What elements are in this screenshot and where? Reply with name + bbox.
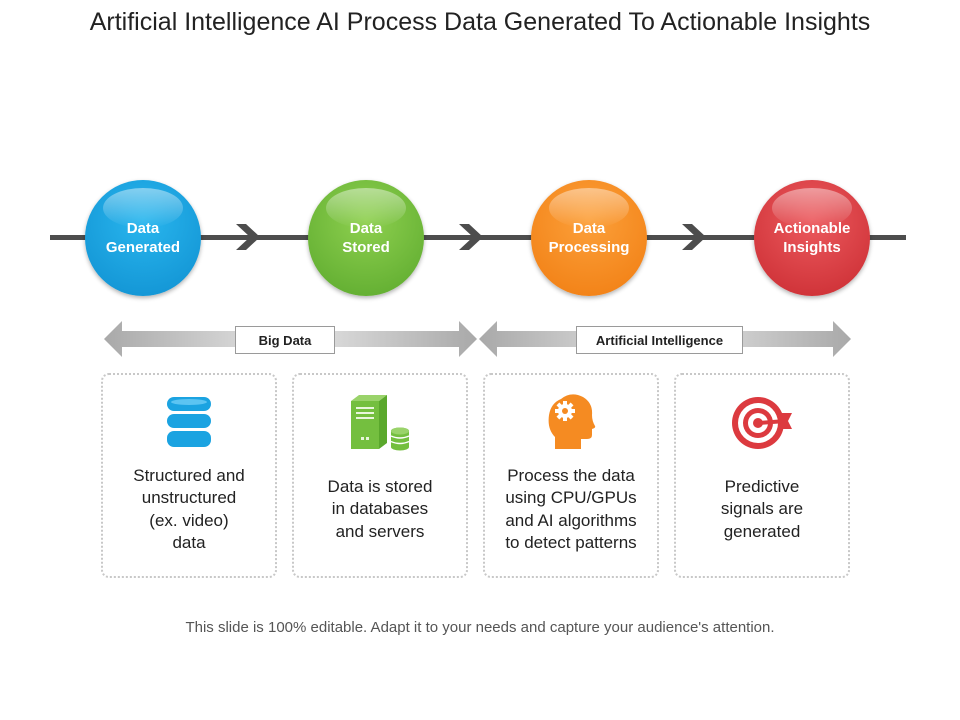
- stage-label: Data Generated: [105, 220, 181, 256]
- slide-title: Artificial Intelligence AI Process Data …: [89, 8, 871, 36]
- chevron-right-icon: [682, 224, 706, 250]
- stage-label: Data Processing: [548, 220, 630, 256]
- chevron-right-icon: [236, 224, 260, 250]
- card-data-generated: Structured and unstructured (ex. video) …: [101, 373, 277, 578]
- card-text: Process the data using CPU/GPUs and AI a…: [505, 465, 637, 553]
- server-icon: [294, 389, 466, 455]
- stage-label: Data Stored: [342, 220, 390, 256]
- range-label-artificial-intelligence: Artificial Intelligence: [576, 326, 743, 354]
- stage-circle-data-processing: Data Processing: [531, 180, 647, 296]
- stage-label: Actionable Insights: [773, 220, 851, 256]
- stage-circle-data-generated: Data Generated: [85, 180, 201, 296]
- range-label-big-data: Big Data: [235, 326, 335, 354]
- card-text: Data is stored in databases and servers: [327, 476, 433, 541]
- card-data-stored: Data is stored in databases and servers: [292, 373, 468, 578]
- card-text: Structured and unstructured (ex. video) …: [133, 465, 245, 553]
- chevron-right-icon: [459, 224, 483, 250]
- stage-circle-data-stored: Data Stored: [308, 180, 424, 296]
- database-icon: [103, 389, 275, 455]
- target-icon: [676, 389, 848, 455]
- card-actionable-insights: Predictive signals are generated: [674, 373, 850, 578]
- stage-circle-actionable-insights: Actionable Insights: [754, 180, 870, 296]
- card-data-processing: Process the data using CPU/GPUs and AI a…: [483, 373, 659, 578]
- head-gear-icon: [485, 389, 657, 455]
- card-text: Predictive signals are generated: [720, 476, 804, 541]
- footer-note: This slide is 100% editable. Adapt it to…: [185, 619, 775, 636]
